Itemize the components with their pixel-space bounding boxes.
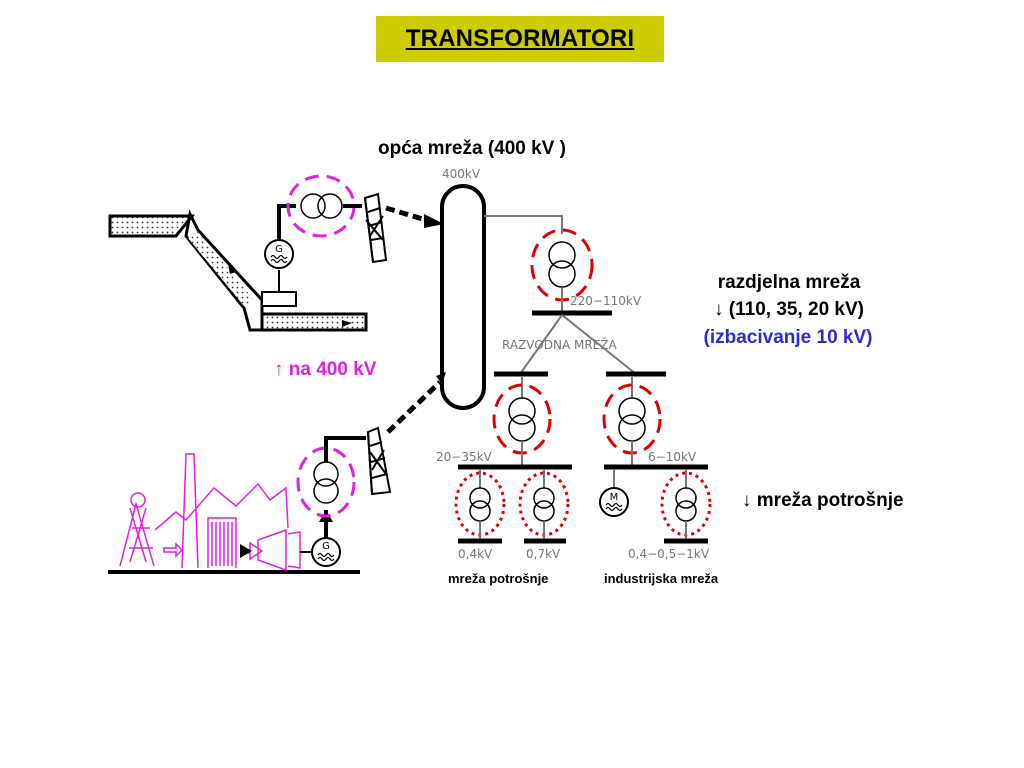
voltage-20-35-label: 20−35kV	[436, 450, 493, 464]
transmission-tower-bottom-icon	[366, 426, 392, 496]
voltage-07kv-label: 0,7kV	[526, 547, 561, 561]
thermal-plant	[108, 453, 360, 574]
distribution-note-label: (izbacivanje 10 kV)	[703, 327, 873, 348]
consumer-grid-small-label: mreža potrošnje	[448, 571, 549, 586]
hydro-generator-symbol: G	[275, 244, 283, 255]
voltage-6-10-label: 6−10kV	[648, 450, 697, 464]
distribution-levels-label: ↓ (110, 35, 20 kV)	[714, 299, 864, 320]
industrial-grid-label: industrijska mreža	[604, 571, 719, 586]
busbar-400kv	[440, 184, 486, 410]
general-grid-label: opća mreža (400 kV )	[378, 138, 566, 159]
voltage-220-110-label: 220−110kV	[570, 294, 642, 308]
razvodna-mreza-label: RAZVODNA MREŽA	[502, 337, 617, 352]
thermal-generator-symbol: G	[322, 541, 330, 552]
title-box: TRANSFORMATORI	[376, 16, 664, 62]
page-title: TRANSFORMATORI	[405, 25, 635, 52]
transmission-tower-top-icon	[363, 192, 388, 264]
busbar-400kv-label: 400kV	[442, 167, 481, 181]
step-up-label: ↑ na 400 kV	[274, 359, 377, 380]
voltage-04-05-1kv-label: 0,4−0,5−1kV	[628, 547, 710, 561]
step-up-transformer-bottom-icon	[296, 446, 356, 518]
distribution-label: razdjelna mreža	[717, 272, 861, 293]
voltage-04kv-label: 0,4kV	[458, 547, 493, 561]
motor-symbol: M	[610, 492, 619, 503]
hydro-generator-icon: G	[264, 239, 294, 269]
motor-icon: M	[599, 487, 629, 517]
thermal-generator-icon: G	[311, 537, 341, 567]
consumer-grid-label: ↓ mreža potrošnje	[742, 490, 904, 511]
hydro-plant	[108, 209, 368, 332]
